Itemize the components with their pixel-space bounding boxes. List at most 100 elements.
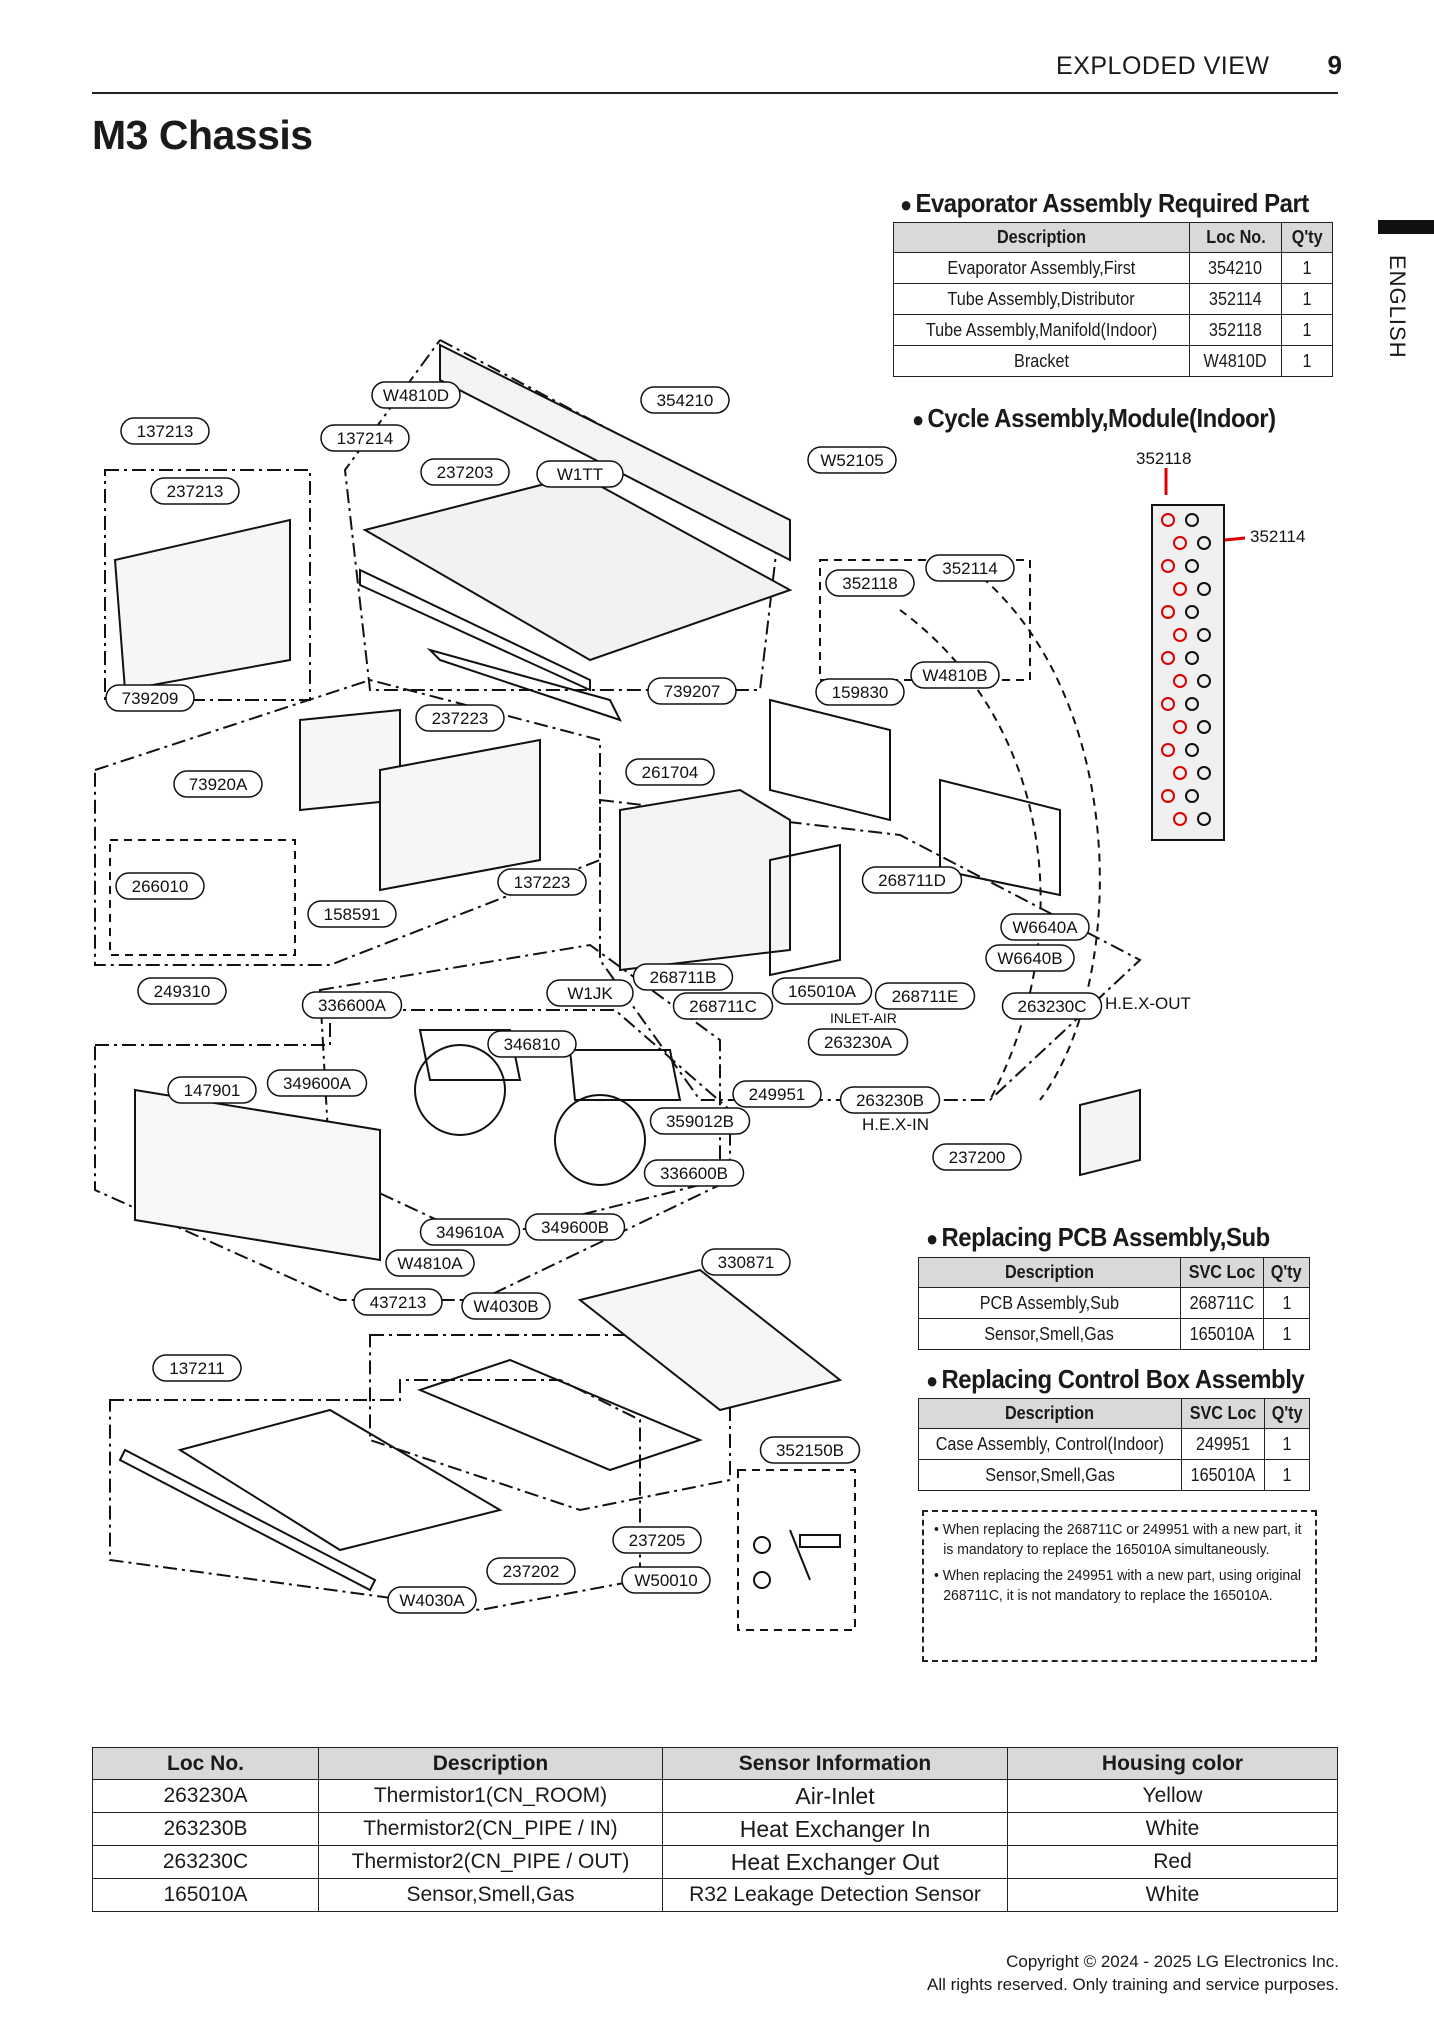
part-label-w1jk: W1JK [546, 979, 634, 1007]
part-label-w4810d: W4810D [371, 381, 461, 409]
svg-text:W4810D: W4810D [383, 386, 449, 405]
part-front-panel [134, 1088, 381, 1262]
cycle-label-352118: 352118 [1136, 449, 1191, 468]
part-label-263230c: 263230C [1001, 992, 1103, 1020]
svg-text:354210: 354210 [657, 391, 714, 410]
part-label-w4030b: W4030B [461, 1292, 551, 1320]
part-label-w4810a: W4810A [385, 1249, 475, 1277]
part-blower-housing-2 [568, 1049, 682, 1101]
part-label-268711d: 268711D [861, 866, 963, 894]
svg-text:W1JK: W1JK [567, 984, 613, 1003]
part-label-739207: 739207 [647, 677, 737, 705]
part-filter-frame-upper [417, 1358, 703, 1472]
part-label-249310: 249310 [137, 977, 227, 1005]
table-header: Loc No. [92, 1747, 319, 1780]
svg-text:336600A: 336600A [318, 996, 387, 1015]
coil-tube [1161, 605, 1175, 619]
part-label-237200: 237200 [932, 1143, 1022, 1171]
replacement-notes: • When replacing the 268711C or 249951 w… [922, 1510, 1317, 1662]
svg-text:330871: 330871 [718, 1253, 775, 1272]
svg-text:268711E: 268711E [892, 987, 959, 1006]
sensor-table: Loc No. Description Sensor Information H… [92, 1747, 1338, 1912]
header-rule [92, 92, 1338, 94]
part-evaporator-top [439, 343, 791, 562]
coil-tube [1161, 697, 1175, 711]
page-title: M3 Chassis [92, 112, 313, 158]
table-header: SVC Loc [1179, 1257, 1265, 1288]
svg-text:165010A: 165010A [788, 982, 857, 1001]
coil-tube [1197, 582, 1211, 596]
part-label-268711b: 268711B [632, 963, 734, 991]
part-pcb [769, 843, 841, 977]
part-washer [753, 1536, 771, 1554]
svg-text:73920A: 73920A [189, 775, 248, 794]
svg-text:W52105: W52105 [820, 451, 883, 470]
svg-text:263230C: 263230C [1017, 997, 1086, 1016]
coil-frame [1151, 504, 1225, 841]
coil-tube [1173, 536, 1187, 550]
svg-text:349600A: 349600A [283, 1074, 352, 1093]
evaporator-title-text: Evaporator Assembly Required Part [915, 188, 1309, 218]
part-label-352114: 352114 [925, 554, 1015, 582]
coil-tube [1173, 674, 1187, 688]
svg-text:261704: 261704 [642, 763, 699, 782]
bullet-icon: ● [912, 407, 924, 432]
coil-tube [1185, 743, 1199, 757]
svg-text:137211: 137211 [169, 1359, 224, 1378]
table-header: Q'ty [1263, 1398, 1311, 1429]
bullet-icon: ● [926, 1226, 938, 1251]
coil-tube [1161, 743, 1175, 757]
part-label-237223: 237223 [415, 704, 505, 732]
page-header: EXPLODED VIEW 9 [1056, 50, 1342, 81]
part-label-352150b: 352150B [759, 1436, 861, 1464]
part-label-137211: 137211 [152, 1354, 242, 1382]
part-label-73920a: 73920A [173, 770, 263, 798]
part-blower-left [414, 1044, 506, 1136]
svg-text:237223: 237223 [432, 709, 489, 728]
cycle-title-text: Cycle Assembly,Module(Indoor) [927, 403, 1276, 433]
note-item: • When replacing the 249951 with a new p… [934, 1567, 1302, 1604]
coil-tube [1185, 559, 1199, 573]
bullet-icon: ● [900, 192, 912, 217]
control-section-title: ●Replacing Control Box Assembly [926, 1364, 1305, 1395]
part-filter-right [939, 778, 1061, 897]
group-outline-screws [737, 1469, 856, 1631]
inlet-air-label: INLET-AIR [830, 1010, 897, 1026]
svg-text:268711D: 268711D [878, 871, 946, 890]
coil-tube [1197, 766, 1211, 780]
coil-tube [1161, 559, 1175, 573]
copyright-footer: Copyright © 2024 - 2025 LG Electronics I… [927, 1950, 1339, 1996]
coil-tube [1173, 582, 1187, 596]
rights-line: All rights reserved. Only training and s… [927, 1975, 1339, 1994]
svg-text:W4030B: W4030B [473, 1297, 538, 1316]
part-label-349610a: 349610A [419, 1218, 521, 1246]
part-label-330871: 330871 [701, 1248, 791, 1276]
group-outline-bottom-left [109, 1379, 641, 1612]
table-header: Q'ty [1263, 1257, 1310, 1288]
part-top-panel-base [359, 568, 591, 692]
bullet-icon: ● [926, 1368, 938, 1393]
svg-text:336600B: 336600B [660, 1164, 728, 1183]
svg-text:352150B: 352150B [776, 1441, 844, 1460]
svg-text:268711B: 268711B [650, 968, 717, 987]
control-table: Description SVC Loc Q'ty Case Assembly, … [918, 1398, 1311, 1491]
part-label-237203: 237203 [420, 458, 510, 486]
svg-text:237203: 237203 [437, 463, 494, 482]
svg-text:137213: 137213 [137, 422, 194, 441]
coil-tube [1197, 674, 1211, 688]
hex-out-label: H.E.X-OUT [1105, 994, 1191, 1013]
part-label-158591: 158591 [307, 900, 397, 928]
part-label-268711e: 268711E [874, 982, 976, 1010]
page-number: 9 [1327, 50, 1342, 80]
svg-text:237202: 237202 [503, 1562, 560, 1581]
part-label-w4030a: W4030A [387, 1586, 477, 1614]
header-title: EXPLODED VIEW [1056, 52, 1270, 80]
table-header: Sensor Information [662, 1747, 1008, 1780]
coil-tube [1173, 766, 1187, 780]
svg-text:W1TT: W1TT [557, 465, 603, 484]
